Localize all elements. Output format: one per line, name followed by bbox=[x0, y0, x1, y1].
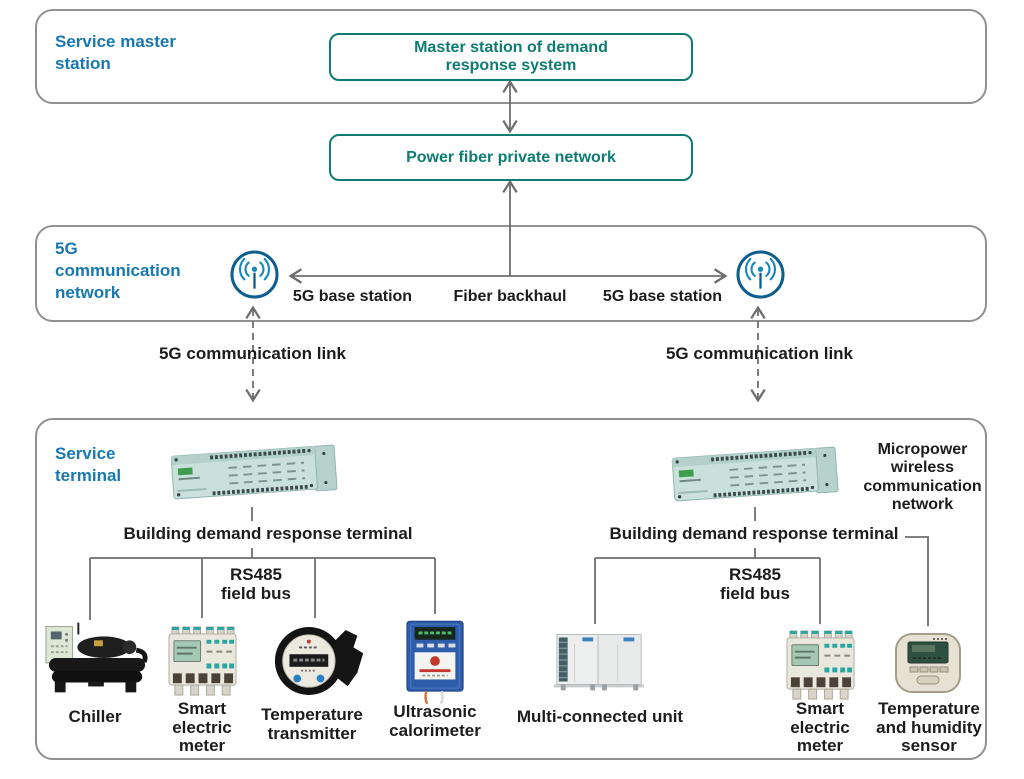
smart-electric-meter-right-label: Smart electric meter bbox=[790, 699, 850, 756]
smart-electric-meter-image-left bbox=[167, 624, 238, 699]
5g-link-right-label: 5G communication link bbox=[665, 344, 854, 363]
temperature-humidity-sensor-label: Temperature and humidity sensor bbox=[876, 699, 982, 756]
power-fiber-network-box: Power fiber private network bbox=[329, 134, 693, 181]
chiller-image bbox=[45, 622, 148, 693]
temperature-humidity-sensor-image bbox=[895, 633, 961, 693]
chiller-label: Chiller bbox=[68, 707, 122, 726]
5g-base-station-icon-left bbox=[228, 248, 281, 301]
service-master-station-label: Service master station bbox=[55, 32, 176, 74]
building-terminal-right-label: Building demand response terminal bbox=[609, 524, 899, 543]
base-station-left-label: 5G base station bbox=[292, 288, 413, 305]
master-station-box: Master station of demand response system bbox=[329, 33, 693, 81]
building-terminal-image-right bbox=[667, 439, 843, 509]
rs485-right-label: RS485 field bus bbox=[720, 565, 790, 603]
building-terminal-left-label: Building demand response terminal bbox=[123, 524, 413, 543]
temperature-transmitter-label: Temperature transmitter bbox=[261, 705, 363, 743]
ultrasonic-calorimeter-label: Ultrasonic calorimeter bbox=[389, 702, 481, 740]
rs485-left-label: RS485 field bus bbox=[221, 565, 291, 603]
service-terminal-label: Service terminal bbox=[55, 444, 122, 486]
fiber-backhaul-label: Fiber backhaul bbox=[453, 288, 567, 305]
base-station-right-label: 5G base station bbox=[602, 288, 723, 305]
5g-communication-network-section bbox=[35, 225, 987, 322]
ultrasonic-calorimeter-image bbox=[406, 620, 464, 705]
smart-electric-meter-left-label: Smart electric meter bbox=[172, 699, 232, 756]
5g-base-station-icon-right bbox=[734, 248, 787, 301]
multi-connected-unit-image bbox=[553, 634, 645, 691]
multi-connected-unit-label: Multi-connected unit bbox=[516, 707, 684, 726]
5g-link-left-label: 5G communication link bbox=[158, 344, 347, 363]
building-terminal-image-left bbox=[166, 437, 342, 507]
micropower-network-label: Micropower wireless communication networ… bbox=[863, 441, 982, 514]
5g-network-label: 5G communication network bbox=[55, 239, 181, 303]
temperature-transmitter-image bbox=[274, 627, 364, 695]
smart-electric-meter-image-right bbox=[785, 628, 856, 703]
